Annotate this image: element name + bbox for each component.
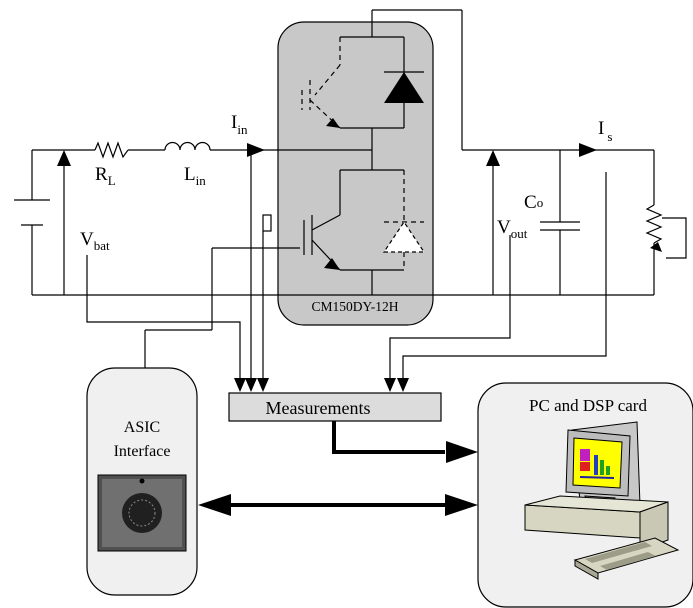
diode-icon [384, 72, 424, 103]
inductor-icon [164, 141, 211, 151]
v-bat-arrow [57, 150, 71, 295]
igbt-icon [303, 214, 341, 271]
module-label: CM150DY-12H [311, 299, 398, 314]
bidirectional-arrow-right [445, 494, 478, 516]
igbt-module [277, 21, 434, 326]
v-out-arrow [486, 150, 500, 295]
current-sensor-icon [262, 214, 272, 232]
i-s-arrow [579, 143, 597, 157]
v-bat-label: Vbat [80, 229, 110, 253]
i-in-label: Iin [231, 112, 248, 137]
data-arrow [446, 441, 478, 463]
pc-label: PC and DSP card [529, 396, 647, 415]
i-in-arrow [247, 143, 265, 157]
measurements-label: Measurements [266, 398, 371, 418]
battery-icon [14, 199, 50, 226]
diode-icon [382, 170, 426, 270]
v-out-label: Vout [497, 217, 528, 241]
asic-label-line1: ASIC [124, 419, 160, 436]
bidirectional-arrow-left [198, 494, 231, 516]
r-l-label: RL [95, 164, 116, 188]
asic-chip-icon [97, 474, 187, 552]
variable-resistor-icon [645, 150, 687, 295]
capacitor-icon [540, 150, 580, 295]
l-in-label: Lin [184, 164, 206, 188]
asic-label-line2: Interface [114, 443, 171, 460]
c-o-label: Co [524, 192, 543, 213]
computer-icon [524, 421, 680, 580]
igbt-icon [301, 37, 341, 129]
resistor-icon [94, 141, 129, 159]
